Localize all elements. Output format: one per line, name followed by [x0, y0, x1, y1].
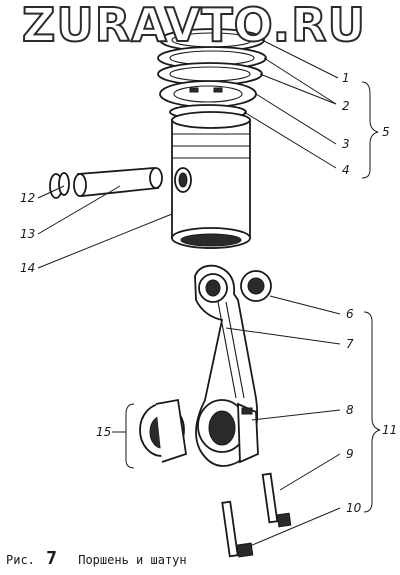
caption-figure-number: 7 [46, 548, 57, 569]
label-12: 12 [20, 191, 35, 205]
label-11: 11 [382, 423, 397, 437]
label-15: 15 [96, 425, 111, 439]
label-1: 1 [342, 71, 350, 85]
caption-prefix: Рис. [6, 553, 35, 567]
caption-title: Поршень и шатун [78, 553, 187, 567]
label-2: 2 [342, 99, 350, 113]
label-4: 4 [342, 163, 350, 177]
label-8: 8 [346, 403, 354, 417]
label-14: 14 [20, 261, 35, 275]
piston-pin-13 [73, 167, 163, 197]
site-watermark: ZURAVTO.RU [21, 0, 366, 52]
leader-lines [37, 39, 381, 547]
circlip-12 [49, 172, 70, 199]
piston-ring-1 [159, 28, 265, 52]
oil-scraper-ring-3 [159, 80, 257, 108]
rod-bolt-9 [261, 472, 292, 528]
label-9: 9 [346, 447, 354, 461]
label-10: 10 [346, 501, 362, 515]
bearing-shells-15 [139, 398, 188, 463]
label-3: 3 [342, 137, 350, 151]
label-13: 13 [20, 227, 35, 241]
rod-cap-8 [197, 399, 259, 464]
bushing-6 [240, 270, 272, 302]
figure-caption: Рис. 7 Поршень и шатун [6, 548, 187, 569]
label-5: 5 [382, 125, 390, 139]
piston-14 [171, 111, 251, 249]
label-6: 6 [346, 307, 354, 321]
rod-bolt-10 [221, 500, 254, 558]
label-7: 7 [346, 337, 354, 351]
